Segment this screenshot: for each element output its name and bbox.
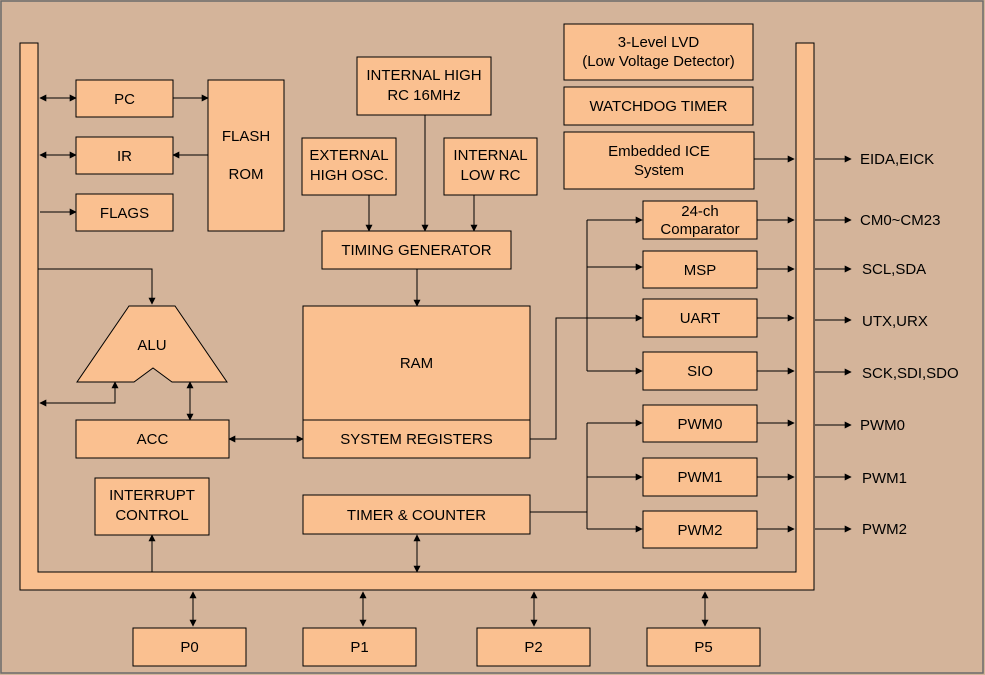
- watchdog-timer-label: WATCHDOG TIMER: [589, 98, 727, 115]
- internal-high-rc-label-1: INTERNAL HIGH: [366, 67, 481, 84]
- signal-pwm1: PWM1: [862, 470, 907, 487]
- pwm1-label: PWM1: [678, 469, 723, 486]
- signal-pwm2: PWM2: [862, 521, 907, 538]
- comparator-block: 24-ch Comparator: [642, 200, 758, 240]
- port-p1-block: P1: [302, 627, 417, 667]
- msp-label: MSP: [684, 262, 717, 279]
- timing-generator-label: TIMING GENERATOR: [341, 242, 491, 259]
- flash-rom-block: FLASH ROM: [207, 79, 285, 232]
- ir-block: IR: [75, 136, 174, 175]
- internal-low-rc-block: INTERNAL LOW RC: [443, 137, 538, 196]
- interrupt-control-block: INTERRUPT CONTROL: [94, 477, 210, 536]
- connections: [38, 94, 852, 627]
- pwm2-label: PWM2: [678, 522, 723, 539]
- timer-counter-label: TIMER & COUNTER: [347, 507, 486, 524]
- lvd-label-2: (Low Voltage Detector): [582, 53, 735, 70]
- ram-label: RAM: [400, 355, 433, 372]
- interrupt-control-label-2: CONTROL: [115, 507, 188, 524]
- embedded-ice-label-1: Embedded ICE: [608, 143, 710, 160]
- pwm2-block: PWM2: [642, 510, 758, 549]
- embedded-ice-label-2: System: [634, 162, 684, 179]
- pc-label: PC: [114, 91, 135, 108]
- ir-label: IR: [117, 148, 132, 165]
- port-p5-label: P5: [694, 639, 712, 656]
- external-high-osc-label-1: EXTERNAL: [309, 147, 388, 164]
- flash-rom-label-2: ROM: [229, 166, 264, 183]
- sio-block: SIO: [642, 351, 758, 391]
- port-p1-label: P1: [350, 639, 368, 656]
- signal-scl-sda: SCL,SDA: [862, 261, 926, 278]
- signal-sck-sdi-sdo: SCK,SDI,SDO: [862, 365, 959, 382]
- ram-block: RAM SYSTEM REGISTERS: [302, 305, 531, 459]
- internal-bus: [19, 42, 815, 591]
- external-signals: EIDA,EICK CM0~CM23 SCL,SDA UTX,URX SCK,S…: [860, 151, 959, 538]
- internal-high-rc-block: INTERNAL HIGH RC 16MHz: [356, 56, 492, 116]
- timer-counter-block: TIMER & COUNTER: [302, 494, 531, 535]
- port-p0-label: P0: [180, 639, 198, 656]
- timing-generator-block: TIMING GENERATOR: [321, 230, 512, 270]
- pc-block: PC: [75, 79, 174, 118]
- signal-eida-eick: EIDA,EICK: [860, 151, 934, 168]
- external-high-osc-block: EXTERNAL HIGH OSC.: [301, 137, 397, 196]
- comparator-label-2: Comparator: [660, 221, 739, 238]
- uart-label: UART: [680, 310, 721, 327]
- pwm0-label: PWM0: [678, 416, 723, 433]
- signal-cm: CM0~CM23: [860, 212, 940, 229]
- lvd-label-1: 3-Level LVD: [618, 34, 700, 51]
- alu-label: ALU: [137, 337, 166, 354]
- flags-block: FLAGS: [75, 193, 174, 232]
- internal-low-rc-label-2: LOW RC: [461, 167, 521, 184]
- port-p5-block: P5: [646, 627, 761, 667]
- lvd-block: 3-Level LVD (Low Voltage Detector): [563, 23, 754, 81]
- flags-label: FLAGS: [100, 205, 149, 222]
- acc-label: ACC: [137, 431, 169, 448]
- port-p2-block: P2: [476, 627, 591, 667]
- watchdog-timer-block: WATCHDOG TIMER: [563, 86, 754, 126]
- comparator-label-1: 24-ch: [681, 203, 719, 220]
- internal-high-rc-label-2: RC 16MHz: [387, 87, 460, 104]
- sio-label: SIO: [687, 363, 713, 380]
- msp-block: MSP: [642, 250, 758, 289]
- port-p2-label: P2: [524, 639, 542, 656]
- signal-utx-urx: UTX,URX: [862, 313, 928, 330]
- pwm1-block: PWM1: [642, 457, 758, 497]
- external-high-osc-label-2: HIGH OSC.: [310, 167, 388, 184]
- internal-low-rc-label-1: INTERNAL: [453, 147, 527, 164]
- signal-pwm0: PWM0: [860, 417, 905, 434]
- interrupt-control-label-1: INTERRUPT: [109, 487, 195, 504]
- alu-block: ALU: [76, 305, 228, 383]
- pwm0-block: PWM0: [642, 404, 758, 443]
- flash-rom-label-1: FLASH: [222, 128, 270, 145]
- embedded-ice-block: Embedded ICE System: [563, 131, 755, 190]
- system-registers-label: SYSTEM REGISTERS: [340, 431, 493, 448]
- acc-block: ACC: [75, 419, 230, 459]
- uart-block: UART: [642, 298, 758, 338]
- port-p0-block: P0: [132, 627, 247, 667]
